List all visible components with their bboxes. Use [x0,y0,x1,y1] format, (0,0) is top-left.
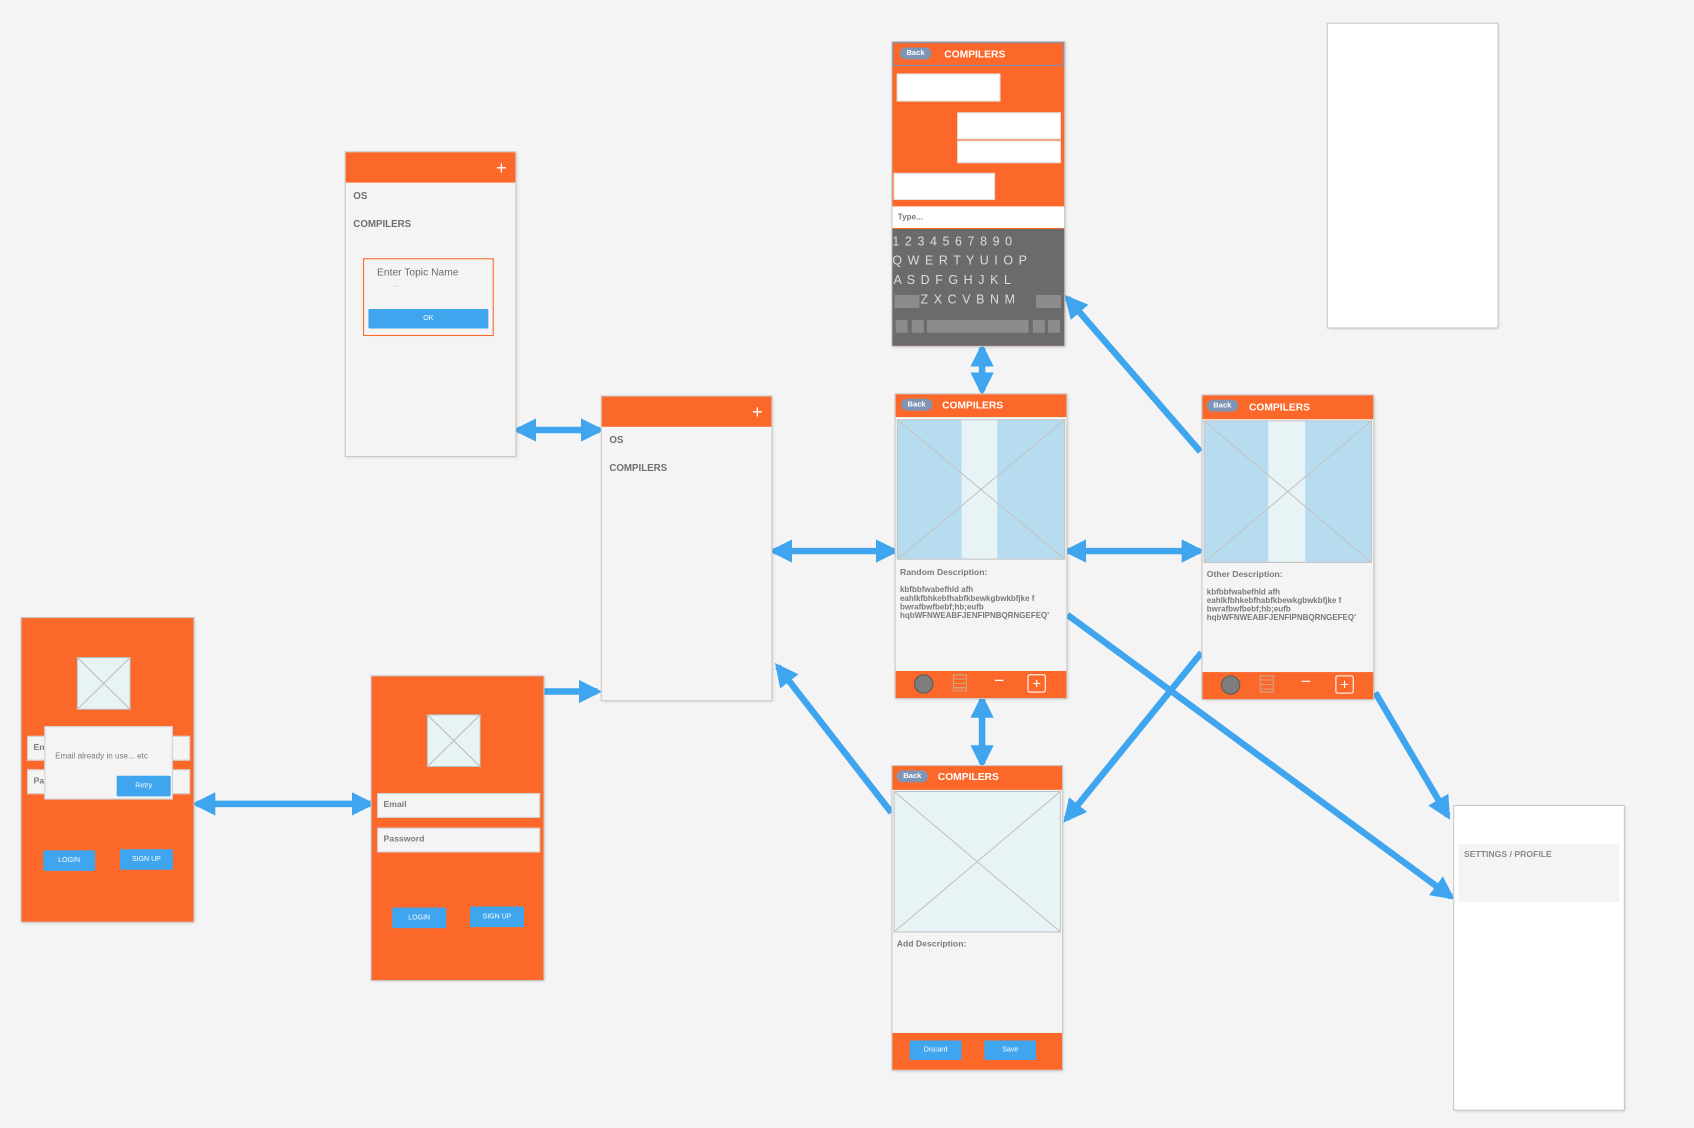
header-bar: Back COMPILERS [892,766,1063,790]
description-label: Add Description: [896,938,967,949]
list-icon[interactable] [1259,675,1274,693]
login-button[interactable]: LOGIN [392,907,447,929]
delete-key[interactable] [1036,294,1061,308]
ok-button[interactable]: OK [368,309,489,329]
plus-icon[interactable]: + [1335,675,1354,694]
screen-chat: Back COMPILERS Type... 1 2 3 4 5 6 7 8 9… [892,42,1065,346]
description-label: Random Description: [899,567,988,577]
logo-image-placeholder [76,656,131,710]
email-field[interactable]: Email [377,793,541,818]
back-button[interactable]: Back [896,770,928,783]
screen-topics: + OS COMPILERS [601,396,772,701]
keyboard-row[interactable]: A S D F G H J K L [893,274,1012,288]
save-button[interactable]: Save [984,1040,1037,1060]
keyboard-row[interactable]: Z X C V B N M [920,293,1017,307]
minus-icon[interactable]: − [1300,673,1311,692]
screen-topics-add-dialog: + OS COMPILERS Enter Topic Name ... OK [345,152,516,456]
image-placeholder [893,790,1061,933]
chat-bubble [957,112,1061,140]
header-bar: Back COMPILERS [892,42,1065,66]
back-button[interactable]: Back [901,398,933,411]
header-bar: Back COMPILERS [1202,395,1374,420]
error-message: Email already in use... etc [55,750,148,761]
topic-item-compilers[interactable]: COMPILERS [353,218,412,230]
camera-icon[interactable] [914,674,934,694]
description-line: eahlkfbhkebfhabfkbewkgbwkbfjke f [899,593,1035,603]
description-line: bwrafbwfbebf;hb;eufb [899,601,984,612]
discard-button[interactable]: Discard [909,1040,962,1060]
period-key[interactable] [1032,319,1045,333]
description-input[interactable] [893,952,1060,1031]
plus-icon[interactable]: + [1027,674,1046,693]
screen-login: Email Password LOGIN SIGN UP [371,676,544,981]
image-placeholder [1203,420,1373,563]
screen-title: COMPILERS [942,399,1004,412]
signup-button[interactable]: SIGN UP [119,849,173,870]
screen-title: COMPILERS [944,48,1006,61]
arrow-detail2-chat [1064,294,1203,454]
arrow-additem-topics [775,662,894,815]
topic-item-os[interactable]: OS [609,434,624,446]
numbers-key[interactable] [895,319,908,333]
header-bar: + [601,396,772,427]
topic-name-dialog: Enter Topic Name ... OK [363,258,494,337]
description-line: bwrafbwfbebf;hb;eufb [1206,603,1291,614]
back-button[interactable]: Back [899,47,932,60]
settings-profile-label: SETTINGS / PROFILE [1463,849,1552,859]
description-label: Other Description: [1206,569,1283,580]
description-line: eahlkfbhkebfhabfkbewkgbwkbfjke f [1206,595,1342,606]
signup-button[interactable]: SIGN UP [469,906,524,928]
add-icon[interactable]: + [752,401,763,423]
dialog-title: Enter Topic Name [377,266,459,279]
camera-icon[interactable] [1220,675,1241,695]
back-button[interactable]: Back [1206,399,1238,412]
chat-bubble [896,73,1001,102]
screen-settings: SETTINGS / PROFILE [1454,806,1624,1110]
chat-bubble [957,140,1061,164]
arrow-detail2-settings [1372,690,1451,820]
password-field[interactable]: Password [377,827,541,853]
keyboard-row[interactable]: 1 2 3 4 5 6 7 8 9 0 [892,235,1014,249]
shift-key[interactable] [894,294,920,308]
retry-button[interactable]: Retry [116,775,171,797]
globe-key[interactable] [911,319,924,333]
error-dialog: Email already in use... etc Retry [44,726,173,800]
screen-detail-random: Back COMPILERS Random Description: kbfbb… [895,394,1067,699]
keyboard-row[interactable]: Q W E R T Y U I O P [892,254,1029,268]
topic-name-input[interactable]: ... [392,280,399,289]
message-input[interactable]: Type... [892,206,1065,228]
header-bar: + [345,152,516,183]
screen-detail-other: Back COMPILERS Other Description: kbfbbf… [1202,395,1374,700]
screen-blank [1327,23,1498,328]
chat-bubble [893,172,996,200]
bottom-toolbar: − + [1202,672,1374,700]
bottom-toolbar: − + [895,670,1067,699]
arrow-detail2-additem [1063,650,1204,823]
topic-item-os[interactable]: OS [353,190,368,201]
login-button[interactable]: LOGIN [43,850,96,871]
add-icon[interactable]: + [495,157,507,179]
description-line: kbfbbfwabefhld afh [899,584,974,595]
logo-image-placeholder [426,714,481,768]
description-line: hqbWFNWEABFJENFIPNBQRNGEFEQ' [899,610,1050,621]
description-line: hqbWFNWEABFJENFIPNBQRNGEFEQ' [1206,612,1356,623]
description-line: kbfbbfwabefhld afh [1206,586,1281,597]
arrow-detail1-settings [1065,612,1455,900]
image-placeholder [896,419,1066,560]
screen-title: COMPILERS [937,771,999,784]
return-key[interactable] [1047,319,1060,333]
topic-item-compilers[interactable]: COMPILERS [609,462,668,474]
screen-login-error: En Pa Email already in use... etc Retry … [21,618,194,922]
screen-add-item: Back COMPILERS Add Description: Discard … [892,766,1063,1070]
minus-icon[interactable]: − [993,672,1005,691]
header-bar: Back COMPILERS [895,394,1067,418]
screen-title: COMPILERS [1248,401,1310,414]
settings-profile-item[interactable]: SETTINGS / PROFILE [1458,843,1620,903]
keyboard[interactable]: 1 2 3 4 5 6 7 8 9 0 Q W E R T Y U I O P … [892,229,1065,346]
bottom-toolbar: Discard Save [892,1032,1063,1070]
space-key[interactable] [926,319,1029,333]
list-icon[interactable] [952,674,967,692]
